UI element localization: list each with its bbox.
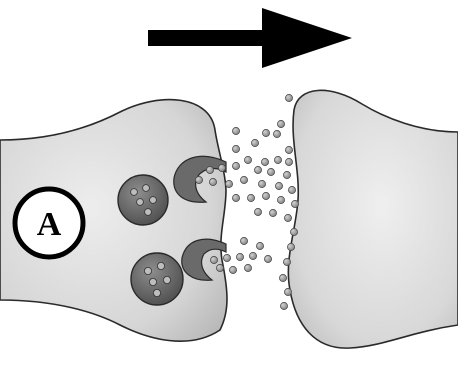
neurotransmitter-molecule <box>210 256 217 263</box>
neurotransmitter-molecule <box>206 166 213 173</box>
neurotransmitter-molecule <box>275 182 282 189</box>
neurotransmitter-molecule <box>209 178 216 185</box>
neurotransmitter-molecule <box>280 302 287 309</box>
neurotransmitter-molecule <box>254 208 261 215</box>
label-badge: A <box>15 189 83 257</box>
neurotransmitter-molecule <box>283 258 290 265</box>
neurotransmitter-molecule <box>236 253 243 260</box>
neurotransmitter-molecule <box>258 180 265 187</box>
neurotransmitter-molecule <box>195 176 202 183</box>
neurotransmitter-molecule <box>285 158 292 165</box>
neurotransmitter-molecule <box>232 162 239 169</box>
neurotransmitter-molecule <box>279 274 286 281</box>
neurotransmitter-molecule <box>284 288 291 295</box>
neurotransmitter-molecule <box>232 145 239 152</box>
neurotransmitter-molecule <box>262 192 269 199</box>
synaptic-vesicle <box>131 253 183 305</box>
arrow-right-icon <box>148 8 352 68</box>
label-text: A <box>37 206 62 243</box>
postsynaptic-terminal <box>288 90 458 348</box>
neurotransmitter-molecule <box>269 209 276 216</box>
neurotransmitter-molecule <box>291 200 298 207</box>
neurotransmitter-molecule <box>264 255 271 262</box>
neurotransmitter-molecule <box>261 158 268 165</box>
neurotransmitter-molecule <box>284 214 291 221</box>
neurotransmitter-molecule <box>285 94 292 101</box>
neurotransmitter-molecule <box>267 168 274 175</box>
neurotransmitter-molecule <box>277 196 284 203</box>
neurotransmitter-molecule <box>249 252 256 259</box>
neurotransmitter-molecule <box>277 120 284 127</box>
neurotransmitter-molecule <box>229 266 236 273</box>
neurotransmitter-molecule <box>283 171 290 178</box>
neurotransmitter-molecule <box>218 164 225 171</box>
neurotransmitter-molecule <box>287 243 294 250</box>
neurotransmitter-molecule <box>251 139 258 146</box>
neurotransmitter-molecule <box>290 228 297 235</box>
neurotransmitter-molecule <box>240 237 247 244</box>
neurotransmitter-molecule <box>240 176 247 183</box>
neurotransmitter-molecule <box>274 156 281 163</box>
neurotransmitter-molecule <box>247 194 254 201</box>
neurotransmitter-molecule <box>256 242 263 249</box>
synaptic-vesicle <box>118 175 168 225</box>
neurotransmitter-molecule <box>262 129 269 136</box>
neurotransmitter-molecule <box>244 264 251 271</box>
neurotransmitter-molecule <box>285 146 292 153</box>
neurotransmitter-molecule <box>225 180 232 187</box>
neurotransmitter-molecule <box>273 130 280 137</box>
neurotransmitter-molecule <box>254 166 261 173</box>
neurotransmitter-molecule <box>232 194 239 201</box>
neurotransmitter-molecule <box>216 264 223 271</box>
neurotransmitter-molecule <box>223 254 230 261</box>
neurotransmitter-molecule <box>244 156 251 163</box>
neurotransmitter-molecule <box>232 127 239 134</box>
neurotransmitter-molecule <box>288 186 295 193</box>
